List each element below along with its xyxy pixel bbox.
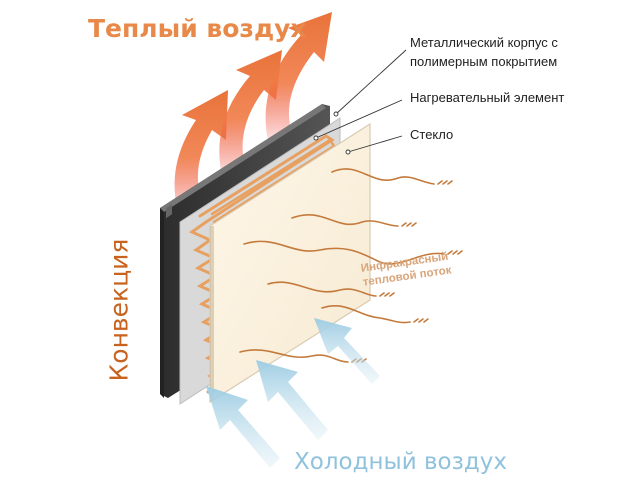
callout-glass: Стекло: [410, 127, 454, 142]
callout-metal-body-line2: полимерным покрытием: [410, 54, 558, 69]
cold-arrow-1: [206, 386, 280, 468]
warm-arrow-1: [174, 90, 228, 212]
warm-air-arrows: [174, 12, 332, 212]
cold-arrow-2: [256, 360, 328, 440]
warm-arrow-2: [219, 50, 282, 175]
cold-air-arrows: [206, 318, 380, 468]
cold-air-label: Холодный воздух: [294, 449, 507, 475]
ir-waves: [239, 168, 463, 363]
glass-panel: [209, 122, 371, 404]
convection-label: Конвекция: [104, 238, 134, 382]
callout-heating-element: Нагревательный элемент: [410, 90, 565, 105]
callout-metal-body: Металлический корпус с полимерным покрыт…: [410, 33, 558, 71]
warm-air-label: Теплый воздух: [88, 14, 307, 43]
cold-arrow-3: [314, 318, 380, 384]
callout-metal-body-line1: Металлический корпус с: [410, 35, 558, 50]
callout-leaders: [313, 49, 407, 155]
warm-arrow-3: [265, 12, 332, 140]
